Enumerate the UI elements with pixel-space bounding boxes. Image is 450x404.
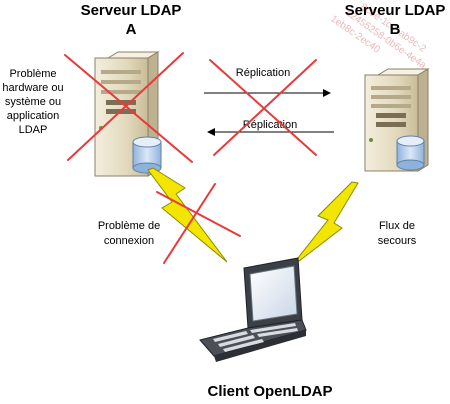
client-label: Client OpenLDAP <box>207 383 332 400</box>
problem-label-line: système ou <box>5 96 61 108</box>
server-b-title: Serveur LDAP <box>345 2 446 19</box>
server-b-letter: B <box>390 21 401 38</box>
problem-label-line: LDAP <box>19 124 48 136</box>
connection-problem-line: connexion <box>104 235 154 247</box>
server-a-failure-cross <box>64 52 193 163</box>
backup-flow-line: secours <box>378 235 417 247</box>
replication-failure-cross <box>209 59 317 156</box>
replication-label-top: Réplication <box>236 67 290 79</box>
problem-label-line: hardware ou <box>2 82 63 94</box>
database-a-icon <box>132 136 162 174</box>
server-a-title: Serveur LDAP <box>81 2 182 19</box>
laptop-keyboard <box>213 323 298 352</box>
connection-problem-line: Problème de <box>98 220 160 232</box>
laptop-icon <box>199 257 307 362</box>
server-a-letter: A <box>126 21 137 38</box>
lightning-bolt-a-icon <box>147 167 228 263</box>
replication-label-bottom: Réplication <box>243 119 297 131</box>
lightning-bolt-b-icon <box>289 181 359 269</box>
problem-label-line: Problème <box>9 68 56 80</box>
problem-label: Problème hardware ou système ou applicat… <box>2 68 63 136</box>
replication-arrows: Réplication Réplication <box>204 67 334 136</box>
backup-flow-line: Flux de <box>379 220 415 232</box>
connection-failure-cross <box>156 183 241 264</box>
problem-label-line: application <box>7 110 60 122</box>
database-b-icon <box>396 135 425 171</box>
